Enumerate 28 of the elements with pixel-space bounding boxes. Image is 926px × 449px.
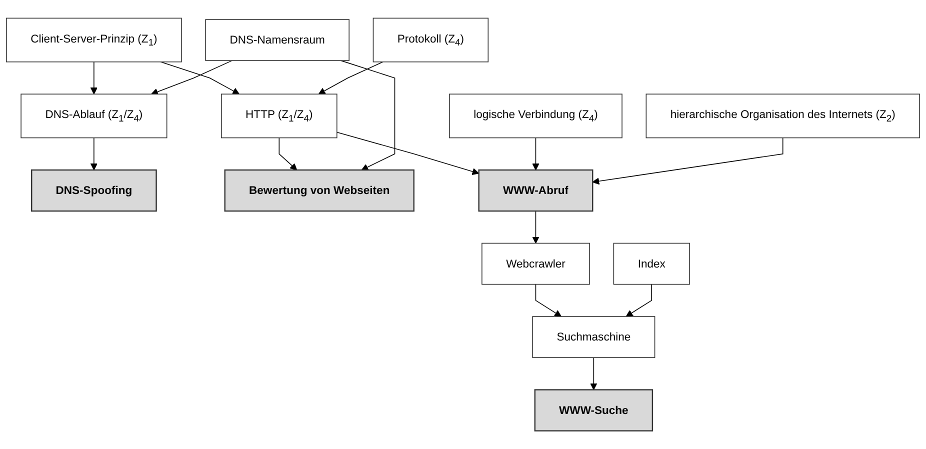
arrow (340, 60, 396, 170)
node-box: Index (613, 242, 690, 285)
arrow (90, 61, 98, 94)
arrow (278, 137, 298, 170)
arrow (90, 137, 98, 170)
node-box: Webcrawler (482, 242, 590, 285)
node-box: logische Verbindung (Z$_{4}$) (449, 94, 622, 138)
node-box: WWW-Suche (534, 389, 654, 432)
node-box: Protokoll (Z$_{4}$) (372, 18, 489, 62)
arrow (532, 137, 540, 170)
node-box: DNS-Namensraum (205, 19, 350, 61)
node-box: DNS-Ablauf (Z$_{1}$/Z$_{4}$) (20, 94, 168, 138)
arrow (336, 132, 480, 175)
node-box: Suchmaschine (532, 316, 656, 358)
node-box: hierarchische Organisation des Internets (Z$_{2}$) (646, 94, 920, 138)
node-box: DNS-Spoofing (31, 169, 157, 212)
arrow (592, 137, 784, 185)
arrow (626, 284, 652, 317)
arrow (532, 210, 540, 244)
node-box: WWW-Abruf (478, 169, 594, 212)
arrow (318, 61, 384, 94)
node-box: Bewertung von Webseiten (224, 169, 414, 212)
arrow (590, 357, 598, 390)
node-box: HTTP (Z$_{1}$/Z$_{4}$) (220, 94, 338, 138)
arrow (535, 284, 562, 317)
arrow (160, 61, 240, 94)
node-box: Client-Server-Prinzip (Z$_{1}$) (6, 18, 182, 62)
arrow (151, 60, 232, 96)
